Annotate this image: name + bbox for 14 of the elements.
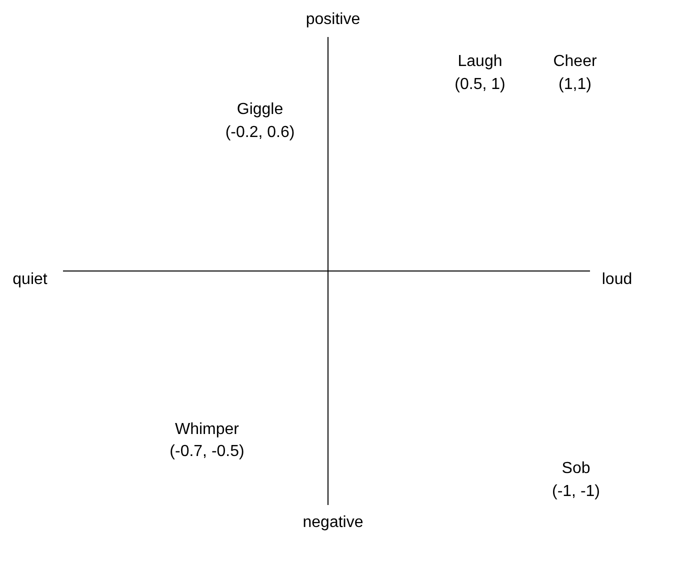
axis-label: (-0.2, 0.6) bbox=[225, 123, 295, 143]
axis-label: Giggle bbox=[236, 100, 284, 120]
axis-label: Whimper bbox=[175, 420, 239, 440]
axis-label: quiet bbox=[12, 270, 48, 290]
axis-label: Laugh bbox=[458, 52, 502, 72]
axis-label: (-0.7, -0.5) bbox=[170, 442, 244, 462]
axis-label: Sob bbox=[562, 459, 590, 479]
axis-label: (-1, -1) bbox=[552, 482, 600, 502]
axis-label: loud bbox=[602, 270, 632, 290]
axis-label: Cheer bbox=[553, 52, 597, 72]
axis-label: negative bbox=[302, 513, 364, 533]
axis-label: (1,1) bbox=[558, 75, 592, 95]
axis-label: (0.5, 1) bbox=[454, 75, 506, 95]
axis-label: positive bbox=[306, 10, 360, 30]
